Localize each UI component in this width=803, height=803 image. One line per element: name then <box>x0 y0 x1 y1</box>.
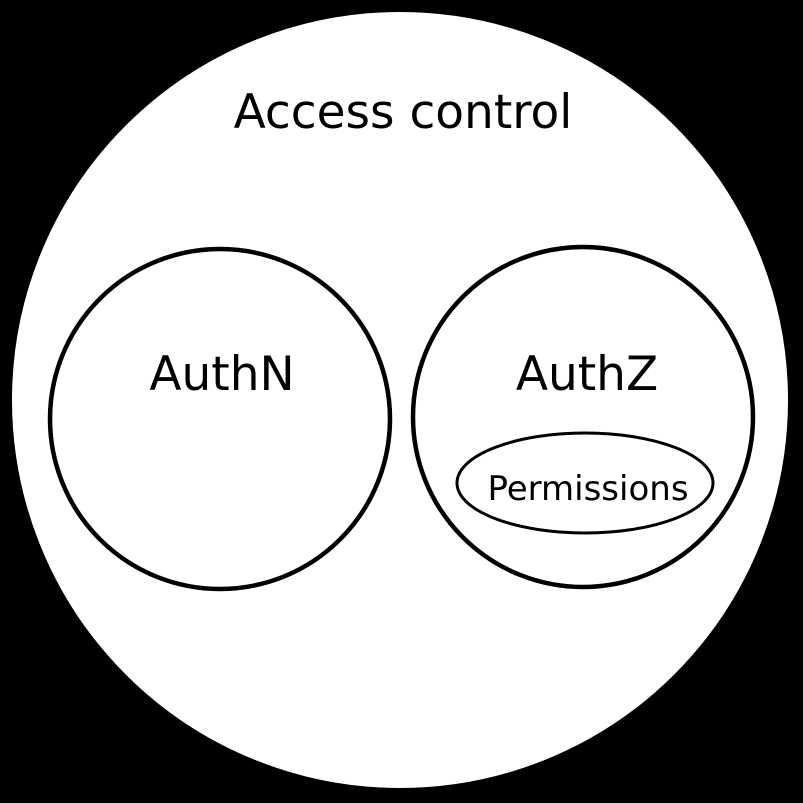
authn-label: AuthN <box>149 347 294 402</box>
permissions-set-ellipse <box>455 431 715 535</box>
authn-set-circle <box>47 246 393 592</box>
access-control-label: Access control <box>234 85 573 140</box>
authz-set-circle <box>410 244 756 590</box>
permissions-label: Permissions <box>487 469 688 509</box>
authz-label: AuthZ <box>516 347 658 402</box>
access-control-set-circle <box>10 10 790 790</box>
